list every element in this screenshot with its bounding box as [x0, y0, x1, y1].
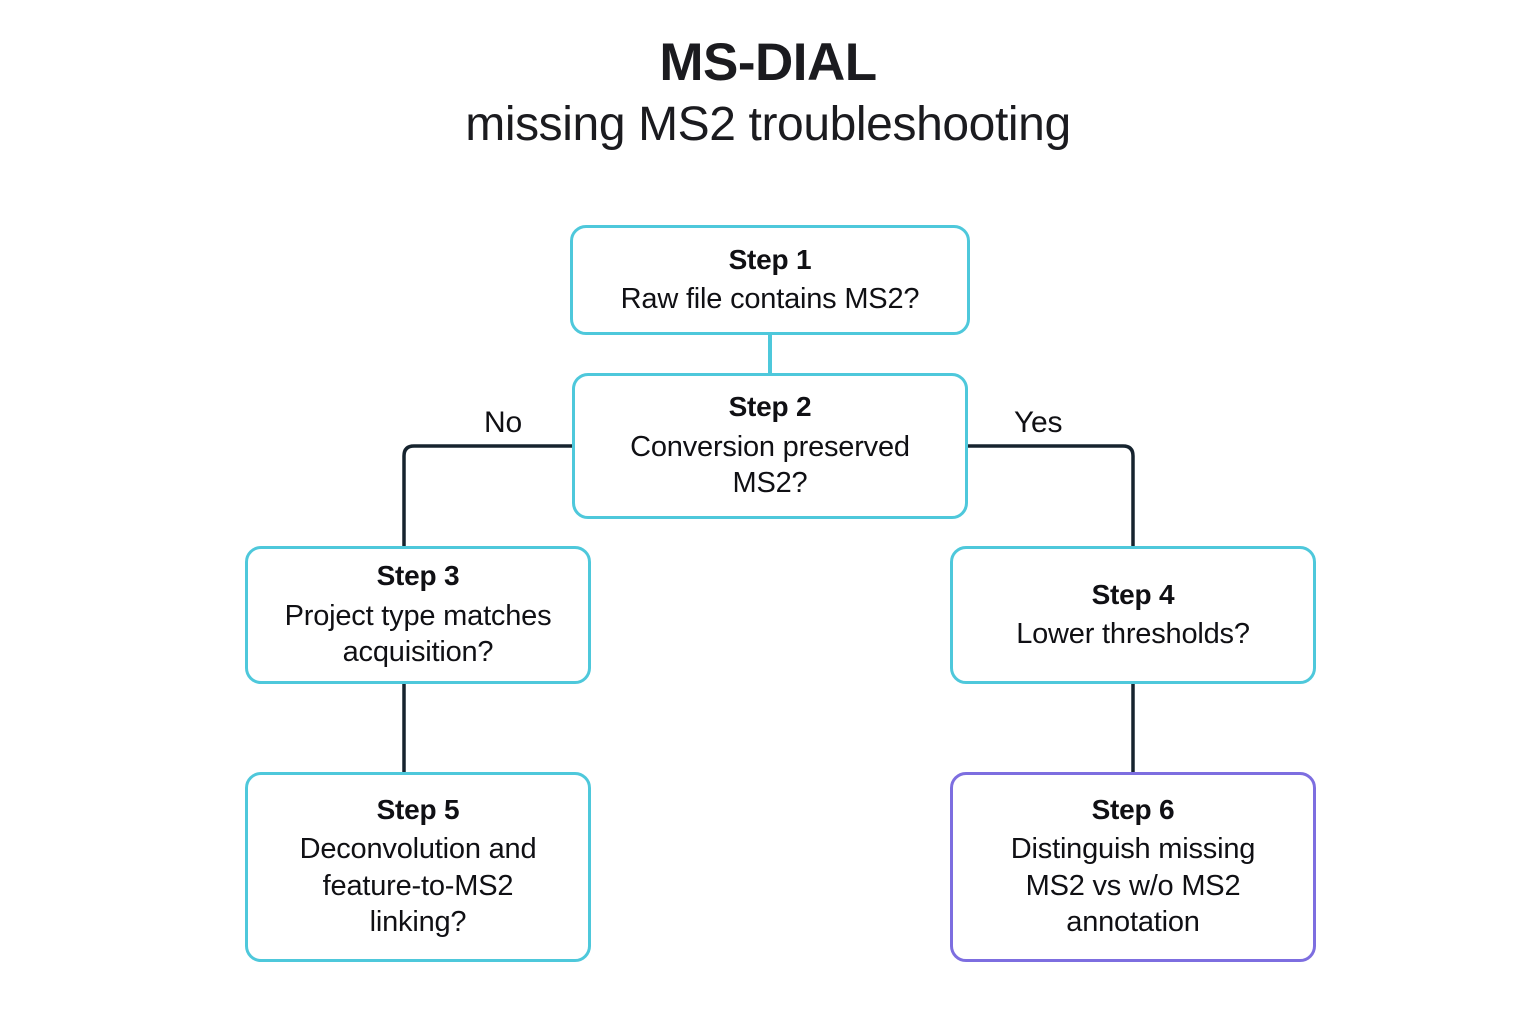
node-step-4-title: Step 4: [1091, 578, 1175, 610]
node-step-5-body: Deconvolution and feature-to-MS2 linking…: [299, 833, 537, 939]
node-step-6-title: Step 6: [1091, 794, 1175, 826]
node-step-3-body: Project type matches acquisition?: [284, 599, 552, 669]
node-step-4[interactable]: Step 4 Lower thresholds?: [950, 546, 1316, 684]
node-step-5-title: Step 5: [376, 794, 460, 826]
node-step-5[interactable]: Step 5 Deconvolution and feature-to-MS2 …: [245, 772, 591, 962]
node-step-1[interactable]: Step 1 Raw file contains MS2?: [570, 225, 970, 335]
edge-label-yes: Yes: [1014, 406, 1063, 439]
title-subtitle: missing MS2 troubleshooting: [465, 98, 1071, 152]
node-step-1-body: Raw file contains MS2?: [620, 282, 920, 315]
node-step-2[interactable]: Step 2 Conversion preserved MS2?: [572, 373, 968, 519]
edge-step2-step4: [966, 444, 1135, 548]
node-step-6[interactable]: Step 6 Distinguish missing MS2 vs w/o MS…: [950, 772, 1316, 962]
edge-label-no: No: [484, 406, 522, 439]
page-title: MS-DIAL missing MS2 troubleshooting: [0, 34, 1536, 151]
edge-step2-step3: [402, 444, 574, 548]
node-step-4-body: Lower thresholds?: [1016, 617, 1250, 650]
node-step-2-body: Conversion preserved MS2?: [630, 430, 910, 500]
node-step-2-title: Step 2: [728, 391, 812, 423]
title-main: MS-DIAL: [659, 33, 877, 92]
node-step-6-body: Distinguish missing MS2 vs w/o MS2 annot…: [1010, 833, 1256, 939]
node-step-3-title: Step 3: [376, 560, 460, 592]
node-step-1-title: Step 1: [728, 243, 812, 275]
node-step-3[interactable]: Step 3 Project type matches acquisition?: [245, 546, 591, 684]
